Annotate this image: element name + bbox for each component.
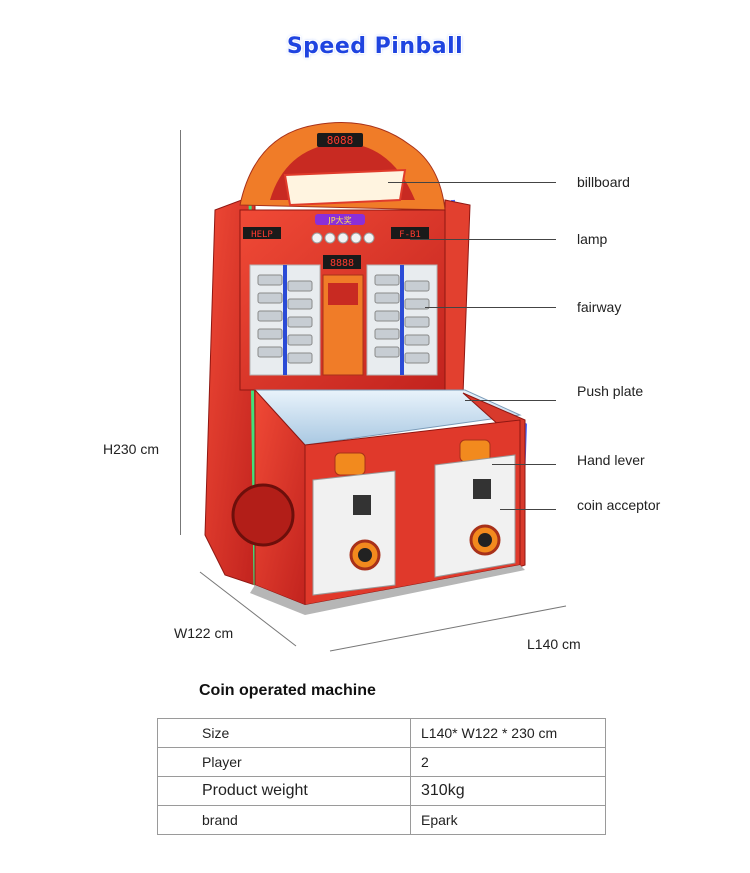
callout-line-fairway [425, 307, 556, 308]
spec-value: 310kg [410, 776, 606, 806]
lamp-4 [350, 232, 362, 244]
coin-acceptor-p1 [353, 495, 371, 515]
spec-key: Player [157, 747, 411, 777]
height-dimension-line [180, 130, 181, 535]
jp-badge [315, 214, 365, 225]
callout-lamp: lamp [577, 231, 608, 247]
callout-line-billboard [388, 182, 556, 183]
callout-line-lamp [410, 239, 556, 240]
height-dimension-label: H230 cm [103, 441, 160, 457]
jp-badge-text: JP大奖 [327, 215, 351, 225]
section-title: Coin operated machine [199, 682, 376, 699]
callout-coin-acceptor: coin acceptor [577, 497, 661, 513]
table-row: Player 2 [157, 747, 606, 777]
spec-value: Epark [410, 805, 606, 835]
table-row: brand Epark [157, 805, 606, 835]
center-display-text: 8888 [330, 258, 354, 269]
lamp-3 [337, 232, 349, 244]
callout-push-plate: Push plate [577, 383, 644, 399]
fairway-right-slots [374, 274, 430, 364]
callout-line-coin-acceptor [500, 509, 556, 510]
hand-lever-p1 [334, 452, 366, 476]
center-panel-screen [328, 283, 358, 305]
length-dimension-line [329, 605, 567, 652]
coin-acceptor-p2 [473, 479, 491, 499]
width-dimension-line [199, 571, 297, 647]
page-title: Speed Pinball [286, 34, 464, 59]
p2-door [434, 454, 516, 578]
billboard-logo-banner [283, 168, 407, 207]
help-display-text: HELP [251, 230, 273, 240]
spec-key: Size [157, 718, 411, 748]
specs-table: Size L140* W122 * 230 cm Player 2 Produc… [157, 718, 606, 835]
table-row: Product weight 310kg [157, 776, 606, 806]
spec-key: Product weight [157, 776, 411, 806]
callout-line-hand-lever [492, 464, 556, 465]
help-display [243, 227, 281, 239]
fairway-left-rail [283, 265, 287, 375]
p1-door [312, 470, 396, 596]
cabinet-base [250, 565, 525, 615]
fairway-left-slots [257, 274, 313, 364]
callout-fairway: fairway [577, 299, 622, 315]
score-display-top-text: 8088 [327, 134, 354, 147]
width-dimension-label: W122 cm [174, 625, 234, 641]
spec-value: 2 [410, 747, 606, 777]
side-fan-decal [231, 483, 295, 547]
lamp-2 [324, 232, 336, 244]
cabinet-right-side [444, 199, 471, 396]
length-dimension-label: L140 cm [527, 636, 581, 652]
callout-hand-lever: Hand lever [577, 452, 645, 468]
center-display [323, 255, 361, 269]
spec-key: brand [157, 805, 411, 835]
lamp-1 [311, 232, 323, 244]
right-display [391, 227, 429, 239]
score-display-top [317, 133, 363, 147]
table-row: Size L140* W122 * 230 cm [157, 718, 606, 748]
callout-billboard: billboard [577, 174, 630, 190]
lamp-5 [363, 232, 375, 244]
spec-value: L140* W122 * 230 cm [410, 718, 606, 748]
right-display-text: F-B1 [399, 230, 421, 240]
pinball-machine-illustration: 8088 HELP JP大奖 F-B1 8888 [204, 122, 528, 615]
callout-line-push-plate [465, 400, 556, 401]
fairway-right-rail [400, 265, 404, 375]
